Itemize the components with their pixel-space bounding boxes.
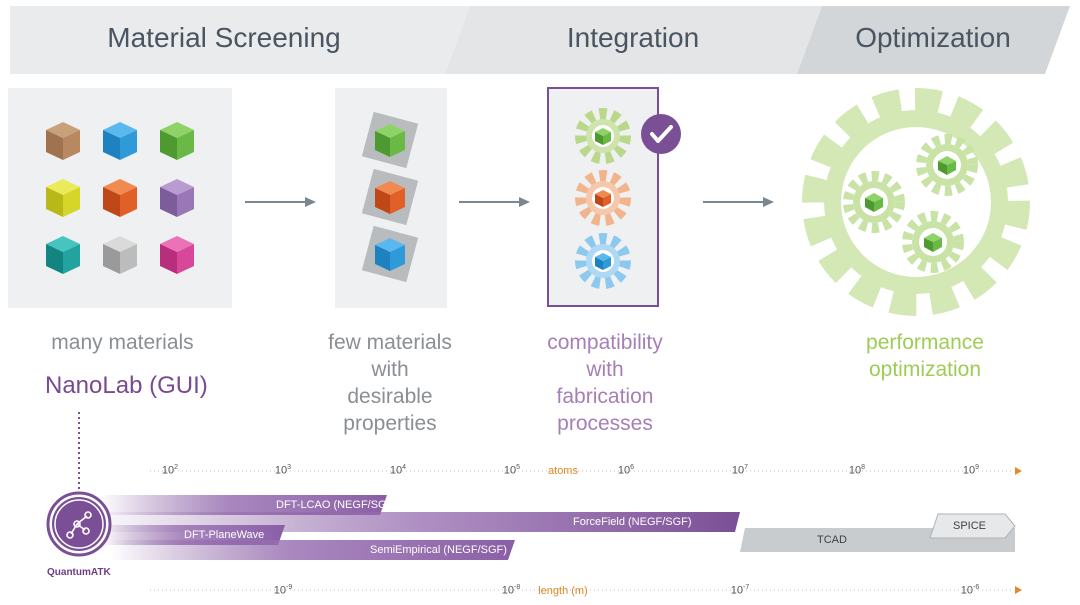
flow-arrows: [245, 197, 774, 207]
quantumatk-label: QuantumATK: [47, 567, 111, 578]
workflow-diagram: [46, 88, 1030, 316]
cube-violet: [160, 179, 194, 217]
atoms-tick-label: 102: [161, 464, 179, 477]
length-tick-label: 10-8: [501, 584, 521, 597]
small-gear-bottom: [902, 211, 964, 273]
atoms-axis-arrow-icon: [1015, 467, 1022, 475]
length-axis-arrow-icon: [1015, 586, 1022, 594]
atoms-tick-label: 106: [617, 464, 635, 477]
length-tick-label: 10-6: [960, 584, 980, 597]
atoms-tick-label: 104: [389, 464, 407, 477]
performance-gear: [802, 88, 1030, 316]
gear-orange: [575, 170, 631, 226]
cube-grid: [46, 122, 194, 274]
small-gear-top: [916, 134, 978, 196]
dft-lcao-label: DFT-LCAO (NEGF/SGF): [276, 499, 397, 511]
framed-cube-orange: [361, 168, 419, 226]
tcad-label: TCAD: [817, 534, 847, 546]
bar-dft-lcao: [100, 495, 387, 515]
stage-bar-optimization: [797, 6, 1070, 74]
length-axis-unit: length (m): [538, 585, 588, 597]
cube-brown: [46, 122, 80, 160]
cube-blue: [103, 122, 137, 160]
many-materials-label: many materials: [51, 331, 194, 354]
bar-semiempirical: [110, 540, 515, 560]
dft-planewave-label: DFT-PlaneWave: [184, 529, 265, 541]
atoms-tick-label: 103: [274, 464, 292, 477]
cube-green: [160, 122, 194, 160]
stage-title-integration: Integration: [566, 22, 700, 53]
stage-title-screening: Material Screening: [107, 22, 341, 53]
cube-pink: [160, 236, 194, 274]
stage-bar-screening: [10, 6, 470, 74]
length-tick-label: 10-9: [273, 584, 293, 597]
cube-teal: [46, 236, 80, 274]
forcefield-label: ForceField (NEGF/SGF): [573, 516, 692, 528]
scale-diagram: [46, 412, 1022, 594]
framed-cube-blue: [361, 225, 419, 283]
stage-title-optimization: Optimization: [855, 22, 1011, 53]
atoms-tick-label: 105: [503, 464, 521, 477]
atoms-tick-label: 107: [731, 464, 749, 477]
cube-yellow: [46, 179, 80, 217]
spice-label: SPICE: [953, 520, 987, 532]
cube-gray: [103, 236, 137, 274]
stage-bar-integration: [445, 6, 822, 74]
gear-green: [575, 108, 631, 164]
gear-blue: [575, 233, 631, 289]
check-badge-icon: [641, 114, 681, 154]
semiempirical-label: SemiEmpirical (NEGF/SGF): [370, 544, 507, 556]
atoms-axis-unit: atoms: [548, 465, 578, 477]
bar-spice: [929, 513, 1016, 539]
nanolab-label: NanoLab (GUI): [45, 372, 208, 399]
cube-orange: [103, 179, 137, 217]
stage-header: [10, 6, 1070, 74]
atoms-tick-label: 109: [962, 464, 980, 477]
framed-cube-green: [361, 111, 419, 169]
small-gear-left: [843, 171, 905, 233]
atoms-tick-label: 108: [848, 464, 866, 477]
quantumatk-logo-icon: [46, 491, 112, 557]
length-tick-label: 10-7: [730, 584, 750, 597]
